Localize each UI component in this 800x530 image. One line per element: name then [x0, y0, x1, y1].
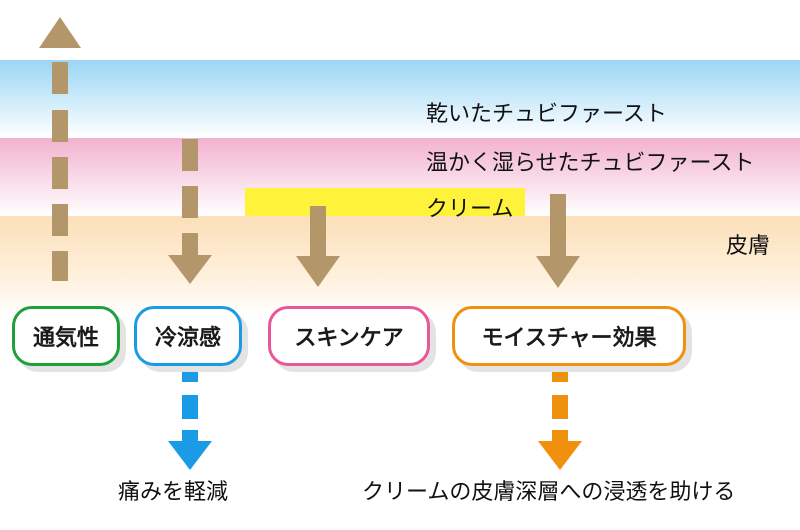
moisture-arrow-down-icon	[536, 194, 580, 288]
breathability-arrow-up-icon	[39, 17, 81, 281]
cooling-box: 冷涼感	[134, 306, 242, 366]
skincare-box: スキンケア	[268, 306, 430, 366]
skincare-arrow-down-icon	[296, 206, 340, 287]
penetration-text: クリームの皮膚深層への浸透を助ける	[362, 480, 736, 505]
moisture-box: モイスチャー効果	[452, 306, 686, 366]
skin-layer	[0, 216, 800, 316]
moisture-label: モイスチャー効果	[481, 326, 657, 351]
cooling-arrow-down-icon	[168, 139, 212, 284]
wet-towel-label: 温かく湿らせたチュビファースト	[426, 151, 755, 176]
cream-layer	[245, 188, 525, 216]
pain-relief-text: 痛みを軽減	[118, 480, 229, 505]
cooling-label: 冷涼感	[154, 326, 221, 351]
dry-towel-label: 乾いたチュビファースト	[426, 102, 667, 127]
dry-towel-layer	[0, 60, 800, 138]
skincare-label: スキンケア	[294, 326, 404, 351]
cream-label: クリーム	[426, 197, 514, 222]
penetration-arrow-down-icon	[538, 368, 582, 470]
pain-relief-arrow-down-icon	[168, 368, 212, 470]
breathability-box: 通気性	[12, 306, 120, 366]
skin-label: 皮膚	[726, 234, 771, 259]
breathability-label: 通気性	[32, 326, 99, 351]
